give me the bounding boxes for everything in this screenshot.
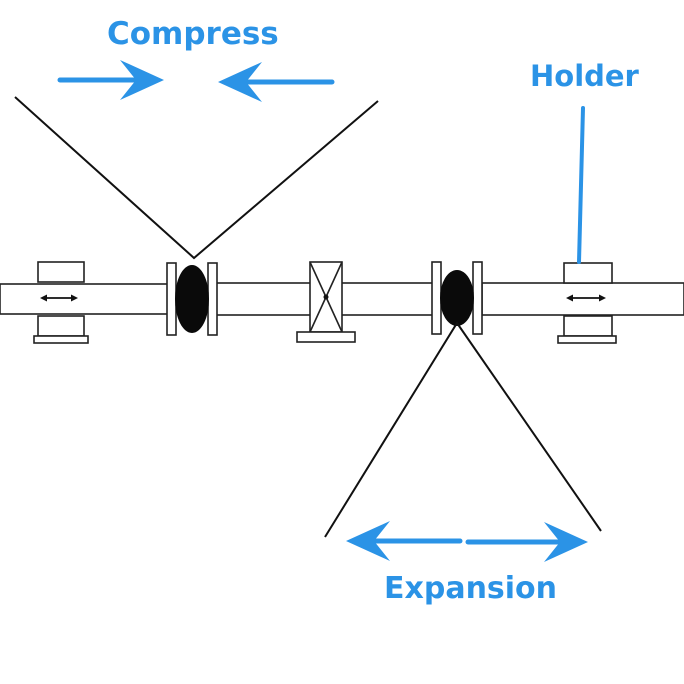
holder-left <box>33 261 89 344</box>
expansion-arrow-left-icon <box>346 521 463 561</box>
holder-label: Holder <box>530 59 639 93</box>
compress-callout-lines <box>14 96 379 260</box>
expansion-label: Expansion <box>384 571 558 606</box>
holder-right <box>557 262 617 344</box>
compensator-right <box>431 261 483 335</box>
rubber-bellows-right <box>440 270 474 326</box>
flow-arrow-icon <box>40 294 78 302</box>
pipe-segment-right <box>481 282 684 316</box>
compress-label: Compress <box>107 16 279 52</box>
holder-pointer-line <box>577 106 585 264</box>
flange-left-a <box>166 262 177 336</box>
flange-right-b <box>472 261 483 335</box>
rubber-bellows-left <box>175 265 209 333</box>
flange-left-b <box>207 262 218 336</box>
expansion-arrow-right-icon <box>465 522 588 562</box>
flange-right-a <box>431 261 442 335</box>
compensator-left <box>166 262 218 336</box>
flow-arrow-icon <box>566 294 606 302</box>
compress-arrow-left-icon <box>57 60 164 100</box>
valve <box>296 261 356 343</box>
pipe-segment-left <box>0 283 169 315</box>
expansion-callout-lines <box>324 321 602 538</box>
compress-arrow-right-icon <box>218 62 335 102</box>
